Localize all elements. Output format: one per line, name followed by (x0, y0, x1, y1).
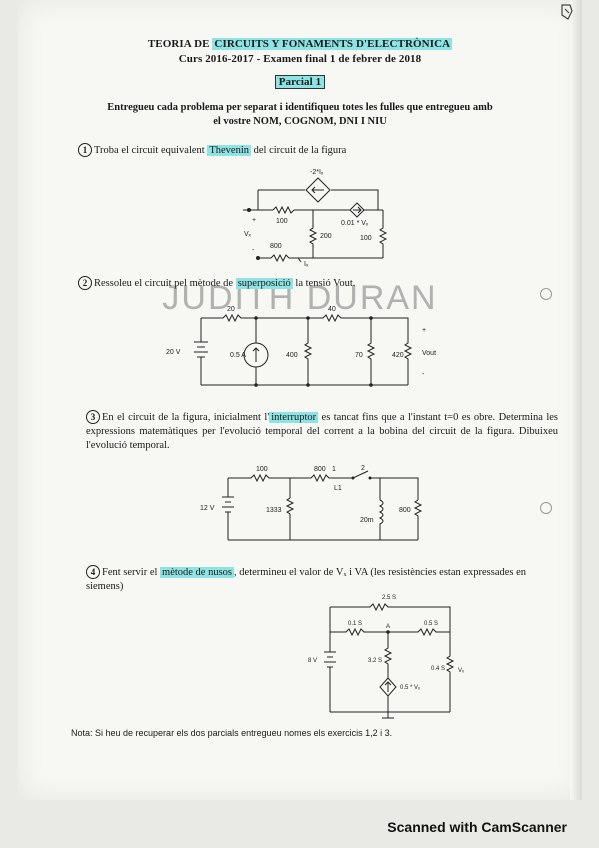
label-vx: Vₓ (458, 668, 464, 674)
scanned-with-footer: Scanned with CamScanner (387, 819, 567, 835)
label-ix: Iₓ (304, 261, 309, 268)
problem-number: 4 (86, 565, 100, 579)
label-g05: 0.5 S (424, 621, 438, 627)
circuit-2-diagram: 20 40 20 V 0.5 A 400 70 420 + Vout - (166, 306, 436, 387)
exam-note: Nota: Si heu de recuperar els dos parcia… (71, 728, 393, 738)
label-minus: - (422, 371, 425, 378)
label-r100: 100 (256, 466, 268, 473)
punch-hole (540, 502, 552, 514)
dep-source-top (305, 177, 331, 203)
label-r420: 420 (392, 352, 404, 359)
problem-number: 3 (86, 410, 100, 424)
label-minus: - (252, 247, 255, 254)
label-r20: 20 (227, 306, 235, 313)
course-title-highlight: CIRCUITS Y FONAMENTS D'ELECTRÒNICA (212, 38, 453, 50)
label-20v: 20 V (166, 349, 181, 356)
label-vout: Vout (422, 350, 436, 357)
label-r2: 200 (320, 233, 332, 240)
problem-number: 1 (78, 143, 92, 157)
sheet-edge-shadow (570, 0, 582, 800)
label-plus: + (422, 327, 426, 334)
circuit-3-diagram: 100 800 1 L1 2 12 V 1333 20m 800 (200, 465, 423, 541)
label-r400: 400 (286, 352, 298, 359)
instructions: Entregueu cada problema per separat i id… (107, 102, 493, 127)
label-g04: 0.4 S (431, 666, 445, 672)
label-dep-right: 0.01 * Vₓ (341, 220, 369, 227)
label-node-a: A (386, 624, 390, 630)
label-r800right: 800 (399, 507, 411, 514)
label-r3: 100 (360, 235, 372, 242)
problem-number: 2 (78, 276, 92, 290)
label-vx: Vₓ (244, 231, 252, 238)
label-dep-bottom: 0.5 * Vₓ (400, 685, 420, 691)
exam-date: Curs 2016-2017 - Examen final 1 de febre… (178, 53, 422, 65)
label-g32: 3.2 S (368, 658, 382, 664)
dep-source-right (349, 202, 365, 218)
label-r1333: 1333 (266, 507, 282, 514)
part-label-box: Parcial 1 (274, 75, 326, 89)
label-8v: 8 V (308, 658, 317, 664)
label-l1: L1 (334, 485, 342, 492)
course-title: TEORIA DE CIRCUITS Y FONAMENTS D'ELECTRÒ… (147, 38, 453, 50)
label-05a: 0.5 A (230, 352, 246, 359)
label-sw2: 2 (361, 465, 365, 472)
label-plus: + (252, 217, 256, 224)
label-r70: 70 (355, 352, 363, 359)
scanner-logo-icon (561, 4, 573, 20)
label-12v: 12 V (200, 505, 215, 512)
label-r800top: 800 (314, 466, 326, 473)
circuit-1-diagram: -2*Iₓ 100 0.01 * Vₓ 200 100 800 Iₓ Vₓ + … (243, 169, 388, 268)
label-r1: 100 (276, 218, 288, 225)
label-g25: 2.5 S (382, 595, 396, 601)
punch-hole (540, 288, 552, 300)
part-label: Parcial 1 (18, 75, 582, 89)
label-20m: 20m (360, 517, 374, 524)
label-r40: 40 (328, 306, 336, 313)
circuit-4-diagram: 2.5 S 0.1 S A 0.5 S 8 V 3.2 S 0.5 * Vₓ 0… (308, 595, 464, 719)
label-g01: 0.1 S (348, 621, 362, 627)
watermark-text: JUDITH DURAN (162, 279, 438, 317)
label-r4: 800 (270, 243, 282, 250)
label-sw1: 1 (332, 466, 336, 473)
label-dep-top: -2*Iₓ (310, 169, 324, 176)
exam-sheet: TEORIA DE CIRCUITS Y FONAMENTS D'ELECTRÒ… (18, 0, 582, 800)
